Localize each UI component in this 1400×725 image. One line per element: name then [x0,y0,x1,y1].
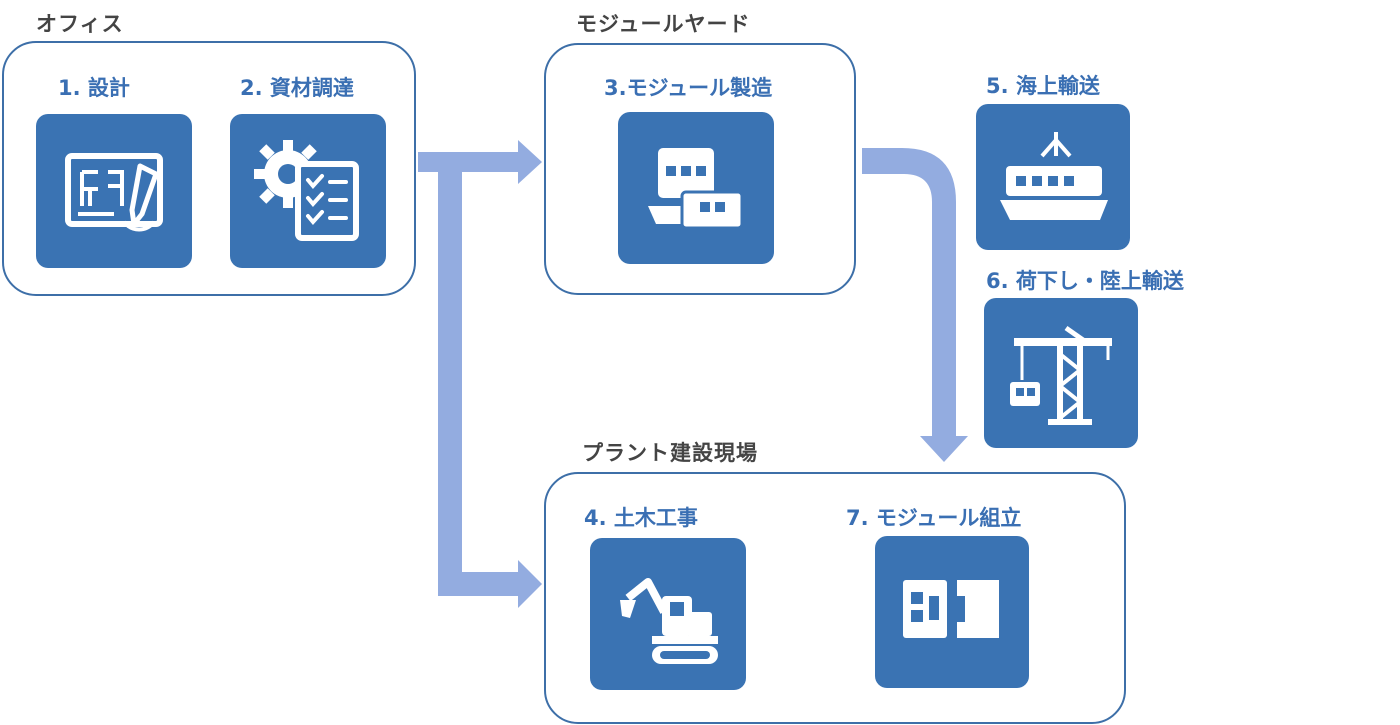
step-label-sea-transport: 5. 海上輸送 [986,74,1100,98]
step-label-module-assembly: 7. モジュール組立 [846,506,1022,530]
group-label-module-yard: モジュールヤード [576,12,751,36]
group-label-plant-site: プラント建設現場 [582,441,758,465]
arrow-office-to-yard [418,140,542,608]
tile-procurement [230,114,386,268]
step-label-procurement: 2. 資材調達 [240,76,354,100]
module-assembly-icon [903,580,999,638]
crane-icon [1010,325,1112,425]
step-label-unloading-land-transport: 6. 荷下し・陸上輸送 [986,269,1184,293]
step-label-design: 1. 設計 [58,76,130,100]
step-label-civil-works: 4. 土木工事 [584,506,698,530]
step-label-module-fabrication: 3.モジュール製造 [604,76,773,100]
tile-design [36,114,192,268]
tile-module-fabrication [618,112,774,264]
module-fabrication-icon [648,148,744,230]
blueprint-pencil-icon [65,153,163,232]
tile-module-assembly [875,536,1029,688]
cargo-ship-icon [1000,132,1108,220]
excavator-icon [620,578,718,664]
tile-unloading-land-transport [984,298,1138,448]
group-label-office: オフィス [36,12,124,36]
arrow-yard-to-site [862,148,968,462]
gear-checklist-icon [254,140,359,241]
tile-sea-transport [976,104,1130,250]
tile-civil-works [590,538,746,690]
